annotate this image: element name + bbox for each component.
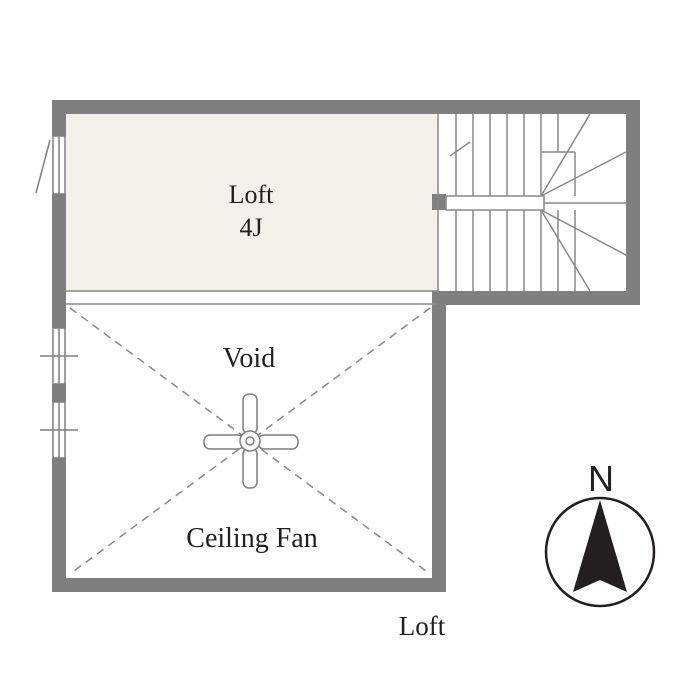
compass-north-label: N [588,458,614,499]
compass-icon: N [544,458,656,608]
void-cross-lines [69,307,431,575]
loft-room-name: Loft [229,180,275,209]
loft-room-floor [66,114,438,291]
loft-railing [66,290,438,305]
staircase [445,113,627,292]
loft-room-size: 4J [239,213,262,242]
window-upper [35,135,66,195]
ceiling-fan-icon [203,393,299,489]
floor-label: Loft [399,611,446,641]
outer-walls [52,100,640,592]
void-label: Void [223,343,275,374]
ceiling-fan-label: Ceiling Fan [186,523,317,554]
window-lower [40,401,78,459]
window-middle [40,327,78,385]
